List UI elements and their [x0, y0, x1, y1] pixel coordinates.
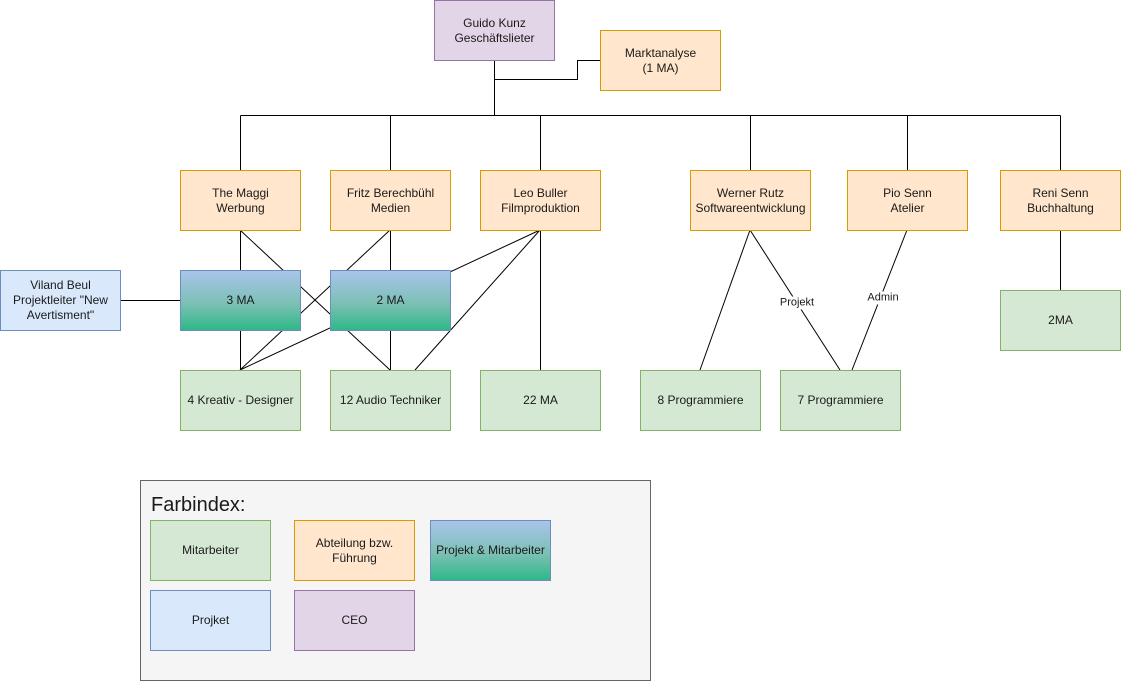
legend-projekt: Projket: [150, 590, 271, 651]
edge-leo-audio: [414, 229, 541, 371]
edge-label-admin: Admin: [866, 291, 900, 305]
maggi-node[interactable]: The Maggi Werbung: [180, 170, 301, 231]
legend-abteilung: Abteilung bzw. Führung: [294, 520, 415, 581]
22ma-node[interactable]: 22 MA: [480, 370, 601, 431]
prog8-node[interactable]: 8 Programmiere: [640, 370, 761, 431]
reni-node[interactable]: Reni Senn Buchhaltung: [1000, 170, 1121, 231]
viland-node[interactable]: Viland Beul Projektleiter "New Avertisme…: [0, 270, 121, 331]
edge-ceo-marktanalyse: [494, 60, 600, 80]
reni-2ma-node[interactable]: 2MA: [1000, 290, 1121, 351]
legend-projekt-mitarbeiter: Projekt & Mitarbeiter: [430, 520, 551, 581]
2ma-node[interactable]: 2 MA: [330, 270, 451, 331]
prog7-node[interactable]: 7 Programmiere: [780, 370, 901, 431]
legend-title: Farbindex:: [151, 494, 246, 516]
legend-mitarbeiter: Mitarbeiter: [150, 520, 271, 581]
audio-node[interactable]: 12 Audio Techniker: [330, 370, 451, 431]
legend-ceo: CEO: [294, 590, 415, 651]
edge-label-projekt: Projekt: [778, 296, 816, 310]
kreativ-node[interactable]: 4 Kreativ - Designer: [180, 370, 301, 431]
leo-node[interactable]: Leo Buller Filmproduktion: [480, 170, 601, 231]
werner-node[interactable]: Werner Rutz Softwareentwicklung: [690, 170, 811, 231]
edge-werner-prog8: [699, 229, 751, 371]
marktanalyse-node[interactable]: Marktanalyse (1 MA): [600, 30, 721, 91]
pio-node[interactable]: Pio Senn Atelier: [847, 170, 968, 231]
legend-panel: Farbindex: Mitarbeiter Abteilung bzw. Fü…: [140, 480, 651, 681]
fritz-node[interactable]: Fritz Berechbühl Medien: [330, 170, 451, 231]
edge-fritz-kreativ: [239, 229, 391, 371]
3ma-node[interactable]: 3 MA: [180, 270, 301, 331]
ceo-node[interactable]: Guido Kunz Geschäftslieter: [434, 0, 555, 61]
